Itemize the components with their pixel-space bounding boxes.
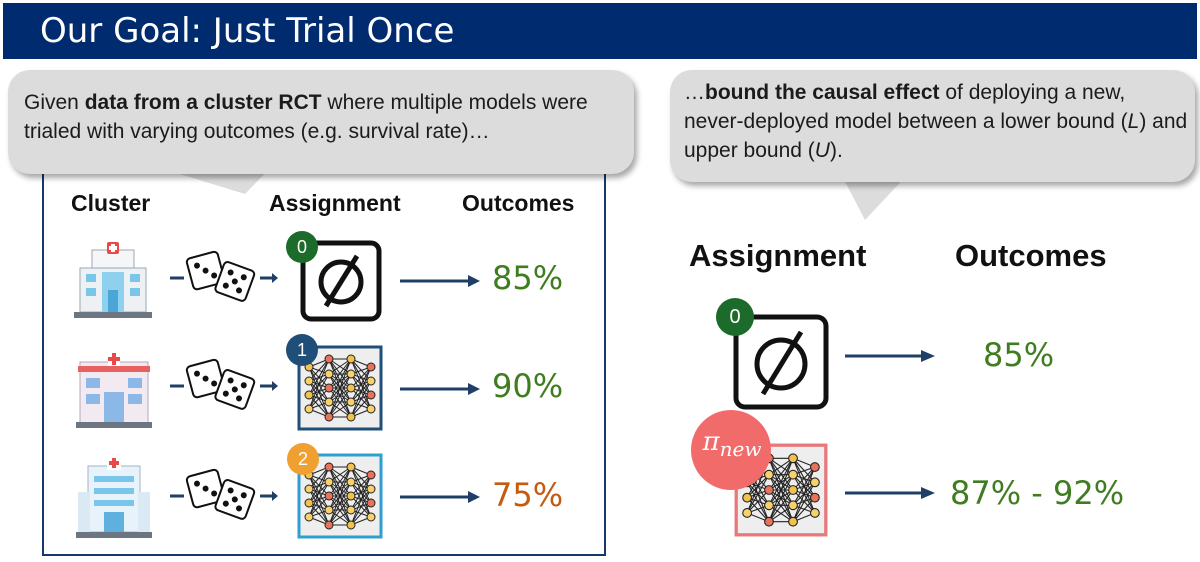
outcome-value: 75% xyxy=(492,476,564,514)
outcome-value: 85% xyxy=(983,336,1055,374)
right-speech-bubble: …bound the causal effect of deploying a … xyxy=(670,70,1195,182)
assignment-badge: 1 xyxy=(286,334,318,366)
outcome-value: 90% xyxy=(492,367,564,405)
arrow-icon xyxy=(400,275,480,287)
arrow-icon xyxy=(400,383,480,395)
title-bar: Our Goal: Just Trial Once xyxy=(3,3,1197,59)
empty-set-icon xyxy=(300,240,382,322)
left-speech-bubble: Given data from a cluster RCT where mult… xyxy=(8,70,634,174)
left-bubble-text: Given data from a cluster RCT where mult… xyxy=(24,91,588,143)
dice-icon xyxy=(170,250,278,302)
dice-icon xyxy=(170,468,278,520)
slide-title: Our Goal: Just Trial Once xyxy=(40,11,455,51)
pi-new-label: πnew xyxy=(702,427,762,462)
outcome-range-value: 87% - 92% xyxy=(950,474,1125,512)
assignment-badge: 0 xyxy=(286,231,318,263)
right-bubble-tail xyxy=(840,172,910,220)
header-assignment-left: Assignment xyxy=(269,190,401,216)
dice-icon xyxy=(170,358,278,410)
left-bubble-tail xyxy=(160,168,270,194)
header-outcomes-left: Outcomes xyxy=(462,190,575,216)
arrow-icon xyxy=(845,350,935,362)
header-outcomes-right: Outcomes xyxy=(955,238,1107,273)
hospital-icon xyxy=(76,352,152,428)
right-bubble-text: …bound the causal effect of deploying a … xyxy=(684,81,1188,162)
pi-new-badge xyxy=(691,410,771,490)
assignment-badge: 2 xyxy=(287,443,319,475)
arrow-icon xyxy=(845,487,935,499)
outcome-value: 85% xyxy=(492,259,564,297)
assignment-badge: 0 xyxy=(716,298,754,336)
header-cluster: Cluster xyxy=(71,190,151,216)
header-assignment-right: Assignment xyxy=(689,238,867,273)
arrow-icon xyxy=(400,491,480,503)
hospital-icon xyxy=(74,242,152,318)
hospital-icon xyxy=(76,456,152,538)
empty-set-icon xyxy=(733,314,829,410)
